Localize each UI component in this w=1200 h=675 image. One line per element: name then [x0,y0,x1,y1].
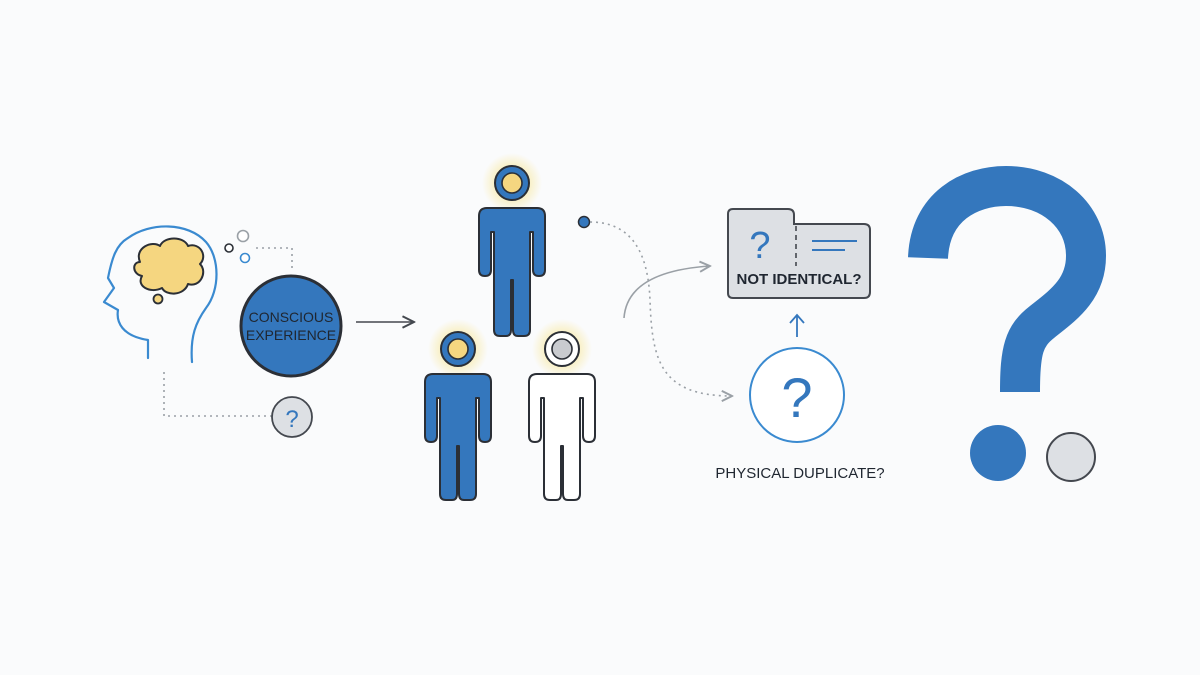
question-mark-icon: ? [285,406,298,433]
person-icon [478,153,546,337]
not-identical-label: NOT IDENTICAL? [737,271,862,288]
arrow-up-head [789,313,805,324]
thought-bubble-icon [224,229,251,264]
conscious-label-line1: CONSCIOUS [249,309,334,325]
connector-dot [577,215,591,229]
big-question-mark-icon [908,165,1107,482]
not-identical-card: ? NOT IDENTICAL? [727,208,871,299]
conscious-experience-node: CONSCIOUS EXPERIENCE [239,274,343,378]
person-icon [424,319,492,501]
brain-icon [133,237,205,305]
dotted-connector-head [163,372,272,417]
person-duplicate-icon [528,319,596,501]
question-mark-icon: ? [781,366,812,429]
dotted-connector-bubble [256,247,293,270]
physical-duplicate-node: ? [749,347,845,443]
question-mark-icon: ? [749,225,770,267]
connector-to-duplicate [589,221,732,396]
conscious-label-line2: EXPERIENCE [246,327,336,343]
head-profile-icon [102,225,218,364]
question-circle-small: ? [271,396,313,438]
physical-duplicate-label: PHYSICAL DUPLICATE? [715,465,884,482]
connector-to-not-identical [623,266,710,319]
